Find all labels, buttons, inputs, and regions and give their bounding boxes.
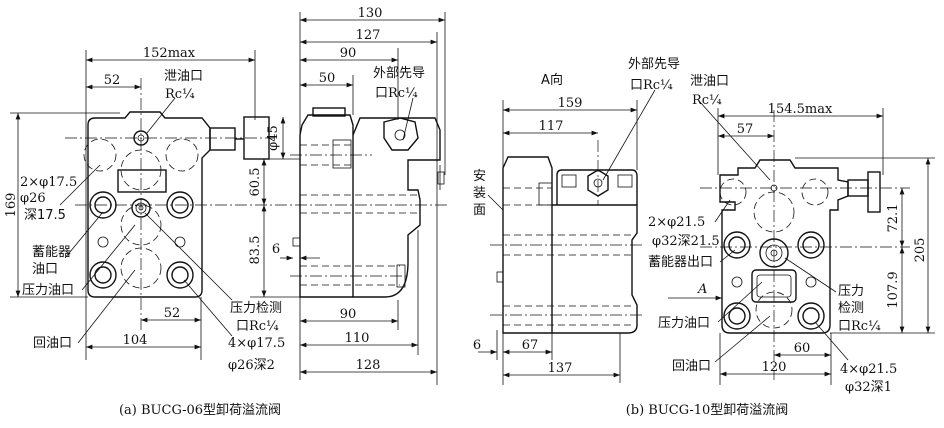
pressure-port-label: 压力油口 <box>22 283 74 298</box>
dim-67: 67 <box>522 338 539 353</box>
dim-83-5: 83.5 <box>248 236 263 265</box>
dim-72-1: 72.1 <box>886 204 901 233</box>
fig-a-front-view <box>10 50 450 360</box>
arrow-a-label: A <box>697 282 707 297</box>
dim-107-9: 107.9 <box>886 271 901 308</box>
gauge-port-label: 压力检测 <box>230 301 282 316</box>
fig-a-side-view <box>280 12 446 385</box>
dim-130: 130 <box>358 6 383 21</box>
dim-154-5max: 154.5max <box>768 102 833 117</box>
drain-port-thread-b: Rc¼ <box>692 93 722 108</box>
dim-phi45: φ45 <box>266 125 281 151</box>
bolt-spec-b-1: 4×φ21.5 <box>840 362 897 377</box>
dim-159: 159 <box>558 96 583 111</box>
dim-120: 120 <box>762 360 787 375</box>
gauge-port-label-b-1: 压力 <box>838 284 864 299</box>
dim-152max: 152max <box>143 46 196 61</box>
dim-90-bottom: 90 <box>340 307 357 322</box>
pilot-port-thread-b: 口Rc¼ <box>630 78 673 93</box>
dim-6-b: 6 <box>473 338 481 353</box>
gauge-port-label-b-2: 检测 <box>838 301 864 316</box>
mount-face-2: 装 <box>473 186 486 201</box>
caption-b: (b) BUCG-10型卸荷溢流阀 <box>626 402 789 418</box>
dim-104: 104 <box>123 333 148 348</box>
dim-52-bottom: 52 <box>164 306 181 321</box>
dim-128: 128 <box>356 358 381 373</box>
hole-spec-1: 2×φ17.5 <box>20 175 77 190</box>
caption-a: (a) BUCG-06型卸荷溢流阀 <box>119 402 281 418</box>
pressure-port-label-b: 压力油口 <box>658 316 710 331</box>
drain-port-label-b: 泄油口 <box>690 74 729 89</box>
fig-b-side-view <box>478 89 656 385</box>
bolt-spec-1: 4×φ17.5 <box>228 336 285 351</box>
mount-face-3: 面 <box>473 203 486 218</box>
accumulator-outlet-label: 蓄能器出口 <box>648 255 713 270</box>
dim-205: 205 <box>913 238 928 263</box>
accumulator-label-1: 蓄能器 <box>32 245 71 260</box>
return-port-label-b: 回油口 <box>672 359 711 374</box>
bolt-spec-2: φ26深2 <box>228 358 275 373</box>
dim-6: 6 <box>272 242 280 257</box>
dim-90-top: 90 <box>340 46 357 61</box>
hole-spec-b-1: 2×φ21.5 <box>648 215 705 230</box>
drain-port-thread: Rc¼ <box>165 87 195 102</box>
hole-spec-b-2: φ32深21.5 <box>652 234 720 249</box>
dim-60: 60 <box>794 341 811 356</box>
dim-57: 57 <box>737 122 754 137</box>
bolt-spec-b-2: φ32深1 <box>845 380 892 395</box>
hole-spec-2: φ26 <box>20 191 46 206</box>
gauge-port-thread-b: 口Rc¼ <box>838 319 881 334</box>
view-label-a: A向 <box>541 72 563 88</box>
dim-117: 117 <box>539 119 564 134</box>
pilot-port-thread: 口Rc¼ <box>375 86 418 101</box>
gauge-port-thread: 口Rc¼ <box>236 319 279 334</box>
dim-60-5: 60.5 <box>248 168 263 197</box>
hole-spec-3: 深17.5 <box>24 208 66 223</box>
dim-52-top: 52 <box>104 73 121 88</box>
dim-169: 169 <box>4 193 19 218</box>
accumulator-label-2: 油口 <box>32 262 58 277</box>
return-port-label: 回油口 <box>33 336 72 351</box>
pilot-port-label: 外部先导 <box>373 66 425 81</box>
dim-127: 127 <box>356 28 381 43</box>
pilot-port-label-b: 外部先导 <box>628 57 680 72</box>
dim-50: 50 <box>319 71 336 86</box>
drain-port-label: 泄油口 <box>164 69 203 84</box>
mount-face-1: 安 <box>473 169 486 184</box>
fig-b-front-view <box>668 101 935 385</box>
dim-110: 110 <box>345 331 370 346</box>
dim-137: 137 <box>548 361 573 376</box>
